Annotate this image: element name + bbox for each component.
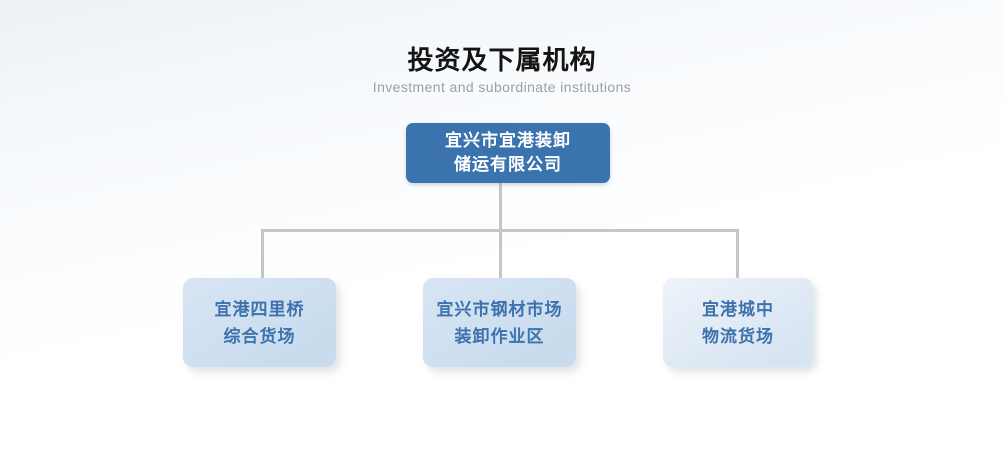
org-node-child-chengzhong: 宜港城中 物流货场 xyxy=(663,278,813,367)
org-node-label-line2: 装卸作业区 xyxy=(454,326,545,346)
page-subtitle: Investment and subordinate institutions xyxy=(372,79,632,95)
org-node-label-line1: 宜港城中 xyxy=(702,299,774,319)
org-node-root: 宜兴市宜港装卸 储运有限公司 xyxy=(406,123,610,183)
connector-drop-right xyxy=(736,229,739,278)
page-title: 投资及下属机构 xyxy=(407,45,597,75)
org-node-root-line1: 宜兴市宜港装卸 xyxy=(445,131,571,150)
org-node-root-line2: 储运有限公司 xyxy=(454,155,562,174)
connector-drop-middle xyxy=(499,229,502,278)
chart-header: 投资及下属机构 Investment and subordinate insti… xyxy=(0,46,1004,95)
org-node-child-steel-market: 宜兴市钢材市场 装卸作业区 xyxy=(423,278,576,367)
org-node-label-line2: 综合货场 xyxy=(223,326,296,346)
org-node-label-line2: 物流货场 xyxy=(702,326,774,346)
connector-stem xyxy=(499,183,502,231)
org-node-label-line1: 宜港四里桥 xyxy=(214,299,305,319)
org-node-label-line1: 宜兴市钢材市场 xyxy=(436,299,563,319)
connector-drop-left xyxy=(261,229,264,278)
org-node-child-siliqiao: 宜港四里桥 综合货场 xyxy=(183,278,336,367)
